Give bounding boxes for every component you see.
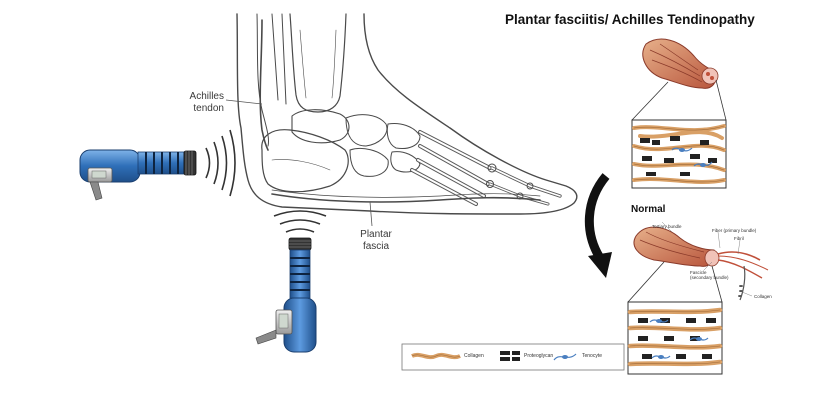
zoom-lines-bottom <box>627 261 723 303</box>
shockwave-arcs-vertical <box>273 210 327 233</box>
plantar-label-line2: fascia <box>362 241 390 252</box>
plantar-fascia-label: Plantar fascia <box>352 229 400 253</box>
plantar-label-line1: Plantar <box>360 229 392 240</box>
shockwave-device-icon <box>79 149 197 201</box>
normal-tendon-bundle <box>633 226 769 301</box>
page-title: Plantar fasciitis/ Achilles Tendinopathy <box>505 12 755 27</box>
curved-arrow-icon <box>584 173 612 278</box>
achilles-tendon-label: Achilles tendon <box>170 91 224 115</box>
legend-tenocyte-swatch <box>553 353 577 361</box>
annotation-fascicle-line2: (secondary bundle) <box>690 275 729 280</box>
legend-tenocyte-label: Tenocyte <box>582 353 603 359</box>
pathology-tendon-bundle <box>642 38 719 89</box>
legend-collagen-swatch <box>411 352 461 360</box>
shockwave-arcs-horizontal <box>205 129 236 197</box>
annotation-fibril: Fibril <box>734 236 744 241</box>
annotation-fascicle-line1: Fascicle <box>690 270 707 275</box>
annotation-collagen: Collagen <box>754 294 772 299</box>
achilles-label-line2: tendon <box>193 103 224 114</box>
shockwave-device-icon-vertical <box>255 237 317 353</box>
annotation-tertiary-bundle: Tertiary bundle <box>652 224 682 229</box>
normal-annotation-leaders <box>661 221 753 297</box>
legend-proteoglycan-label: Proteoglycan <box>524 353 554 359</box>
legend-collagen-label: Collagen <box>464 353 484 359</box>
normal-heading: Normal <box>631 204 666 215</box>
zoom-lines-top <box>631 79 727 121</box>
annotation-fascicle: Fascicle (secondary bundle) <box>690 270 729 280</box>
leader-lines <box>225 99 373 227</box>
normal-tissue-box <box>627 301 723 375</box>
pathology-tissue-box <box>631 119 727 189</box>
foot-illustration <box>236 13 578 215</box>
legend-box <box>401 343 625 371</box>
achilles-label-line1: Achilles <box>189 91 224 102</box>
annotation-fiber: Fiber (primary bundle) <box>712 228 757 233</box>
legend-proteoglycan-swatch <box>500 351 520 361</box>
